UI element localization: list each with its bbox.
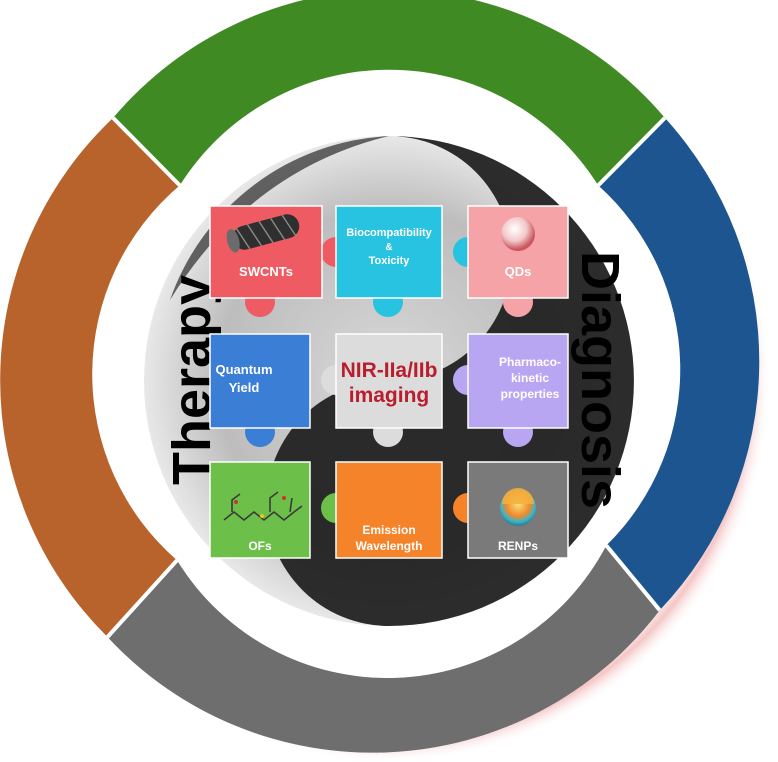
ring-segment-modification xyxy=(113,0,665,186)
emission-label: Emission xyxy=(362,523,415,537)
ring-segment-physico-chemical xyxy=(107,545,660,753)
yin-yang-left-shade xyxy=(170,136,389,300)
kinetic-label: kinetic xyxy=(511,371,549,385)
ring-segment-image-post-processing xyxy=(598,117,760,611)
tile-emission-wavelength xyxy=(335,461,443,559)
toxicity-label: Toxicity xyxy=(369,255,411,267)
pharmaco-label: Pharmaco- xyxy=(499,355,561,369)
tile-biocompatibility xyxy=(335,205,443,299)
biocompatibility-amp: & xyxy=(385,242,392,253)
quantum-label: Quantum xyxy=(215,362,272,377)
swcnts-label: SWCNTs xyxy=(239,264,293,279)
qds-label: QDs xyxy=(505,264,532,279)
tile-ofs xyxy=(209,461,311,559)
nanotube-icon xyxy=(226,214,300,253)
molecule-icon xyxy=(223,491,303,522)
biocompatibility-label: Biocompatibility xyxy=(346,227,432,239)
outer-ring xyxy=(0,0,760,753)
quantum-dot-icon xyxy=(501,217,535,251)
renps-label: RENPs xyxy=(498,539,538,553)
wavelength-label: Wavelength xyxy=(356,539,423,553)
ofs-label: OFs xyxy=(248,539,272,553)
properties-label: properties xyxy=(501,387,560,401)
tile-center-imaging xyxy=(335,333,443,429)
yield-label: Yield xyxy=(229,380,260,395)
center-title-line1: NIR-IIa/IIb xyxy=(341,359,438,382)
tile-pharmacokinetic xyxy=(467,333,569,429)
tile-quantum-yield xyxy=(209,333,311,429)
diagnosis-label: Diagnosis xyxy=(570,251,630,509)
ring-segment-state-of-aggregation xyxy=(0,117,180,637)
core-shell-nanoparticle-icon xyxy=(500,488,536,526)
center-title-line2: imaging xyxy=(349,384,430,407)
